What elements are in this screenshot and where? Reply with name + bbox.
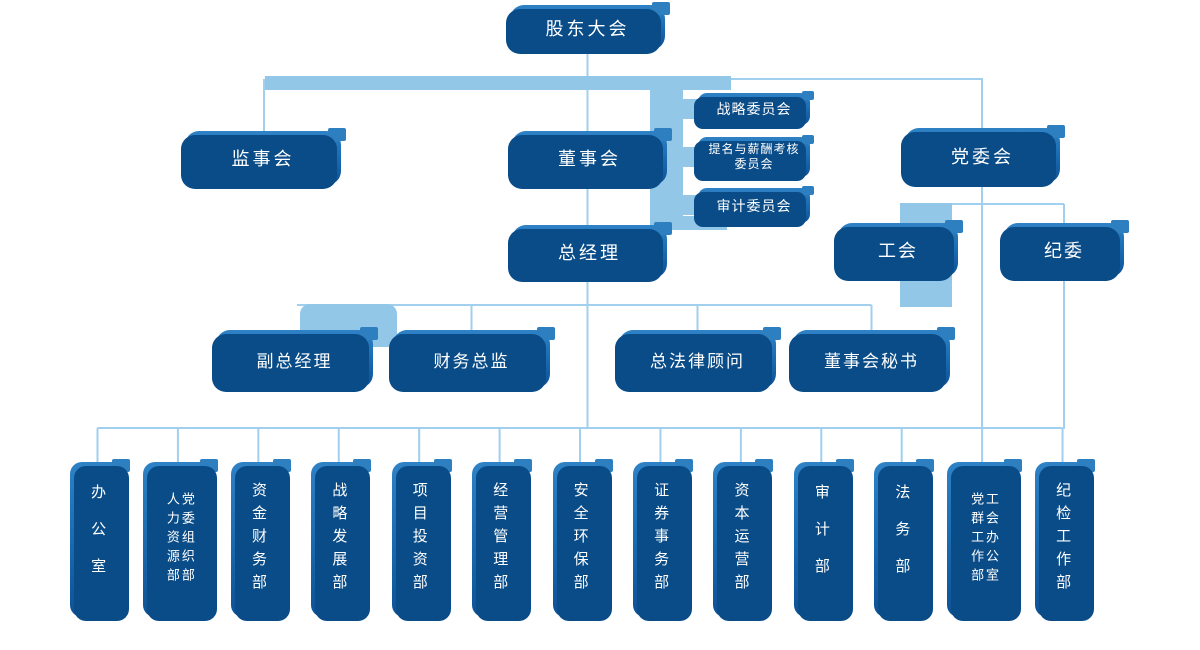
- box-executive: 董事会秘书: [793, 327, 955, 388]
- box-label: 财务总监: [433, 351, 510, 372]
- box-party-committee: 党委会: [905, 125, 1065, 183]
- department-box: 资本运营部: [713, 459, 774, 617]
- department-box: 经营管理部: [472, 459, 533, 617]
- box-general-manager: 总经理: [512, 222, 672, 278]
- department-label: 战略发展部: [330, 482, 349, 597]
- department-label: 办公室: [89, 484, 108, 595]
- box-executive: 副总经理: [216, 327, 378, 388]
- department-box: 安全环保部: [552, 459, 613, 617]
- department-label: 工会办公室 党群工作部: [968, 492, 999, 587]
- box-label: 工会: [878, 241, 918, 262]
- box-label: 党委会: [951, 146, 1014, 168]
- department-label: 审计部: [812, 484, 831, 595]
- department-label: 党委组织部 人力资源部: [163, 492, 194, 587]
- department-label: 安全环保部: [571, 482, 590, 597]
- box-label: 股东大会: [545, 18, 630, 40]
- box-labor-union: 工会: [838, 220, 963, 277]
- department-box: 纪检工作部: [1035, 459, 1096, 617]
- department-label: 资金财务部: [249, 482, 268, 597]
- box-discipline-commission: 纪委: [1004, 220, 1129, 277]
- department-box: 党委组织部 人力资源部: [142, 459, 218, 617]
- box-label: 副总经理: [256, 351, 333, 372]
- box-label: 提名与薪酬考核 委员会: [708, 142, 800, 171]
- box-executive: 财务总监: [393, 327, 555, 388]
- box-strategy-committee: 战略委员会: [698, 91, 814, 125]
- box-audit-committee: 审计委员会: [698, 186, 814, 223]
- box-shareholders-meeting: 股东大会: [510, 2, 670, 50]
- department-label: 资本运营部: [732, 482, 751, 597]
- box-label: 审计委员会: [716, 198, 792, 215]
- department-box: 工会办公室 党群工作部: [947, 459, 1023, 617]
- box-label: 总法律顾问: [650, 351, 745, 372]
- department-box: 法务部: [874, 459, 935, 617]
- department-box: 审计部: [793, 459, 854, 617]
- box-nomination-remuneration-committee: 提名与薪酬考核 委员会: [698, 135, 814, 177]
- department-box: 战略发展部: [311, 459, 372, 617]
- box-label: 董事会: [558, 149, 621, 170]
- box-label: 战略委员会: [716, 102, 792, 118]
- department-box: 办公室: [70, 459, 130, 617]
- box-executive: 总法律顾问: [619, 327, 781, 388]
- box-label: 董事会秘书: [824, 351, 919, 372]
- department-box: 项目投资部: [391, 459, 452, 617]
- box-label: 纪委: [1044, 241, 1084, 262]
- box-supervisory-board: 监事会: [185, 128, 346, 185]
- box-board-of-directors: 董事会: [512, 128, 672, 185]
- department-label: 项目投资部: [410, 482, 429, 597]
- box-label: 监事会: [231, 149, 295, 170]
- department-label: 证券事务部: [652, 482, 671, 597]
- department-label: 经营管理部: [491, 482, 510, 597]
- box-label: 总经理: [558, 242, 621, 264]
- department-box: 资金财务部: [230, 459, 291, 617]
- department-label: 法务部: [893, 484, 912, 595]
- department-box: 证券事务部: [632, 459, 693, 617]
- department-label: 纪检工作部: [1054, 482, 1073, 597]
